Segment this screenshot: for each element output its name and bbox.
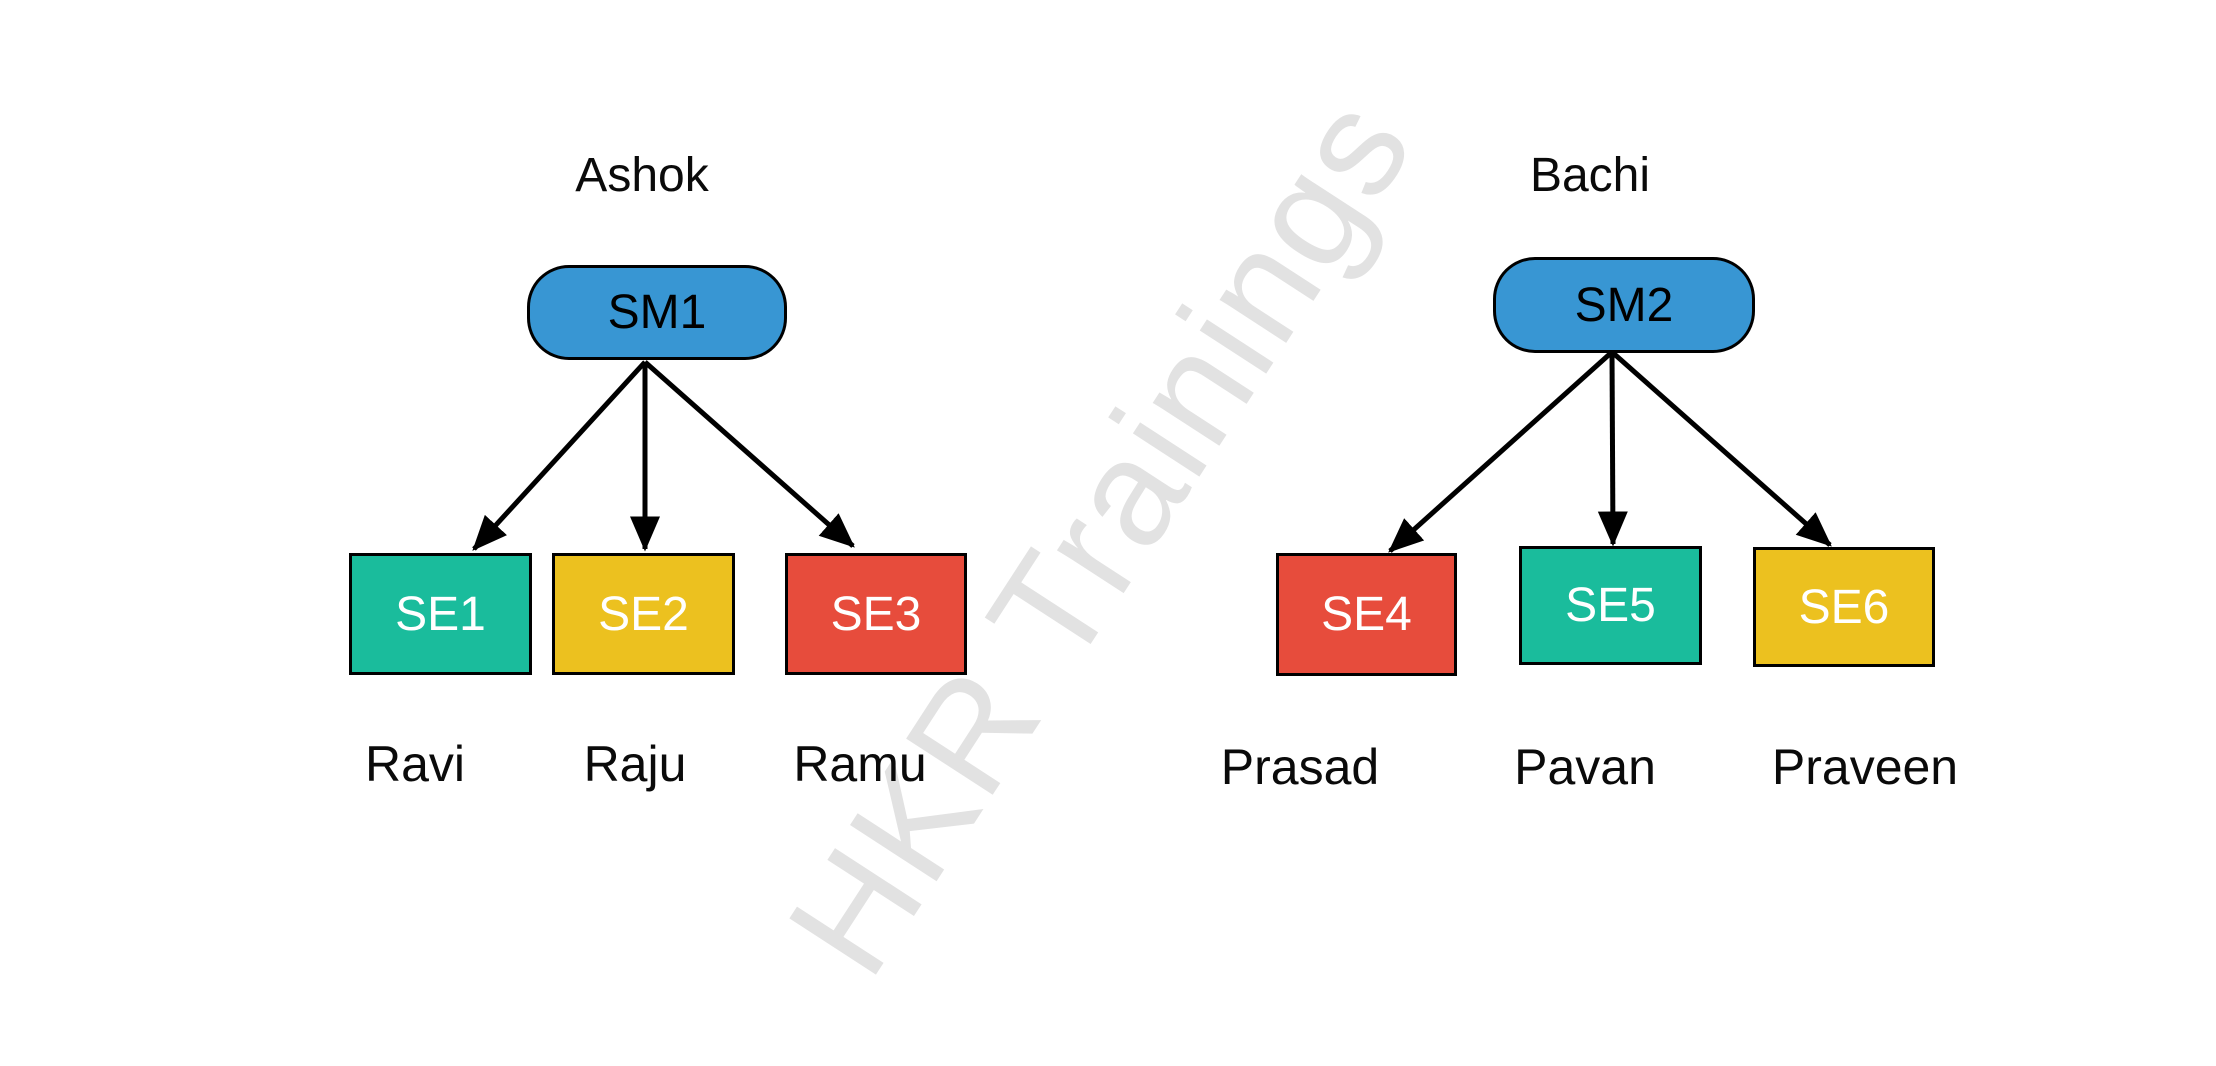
person-label-praveen: Praveen [1771, 739, 1959, 795]
node-se5: SE5 [1519, 546, 1702, 665]
manager-label-ashok: Ashok [575, 149, 709, 202]
arrow-sm1-se3 [643, 360, 855, 548]
node-sm1: SM1 [527, 265, 787, 360]
person-label-ravi: Ravi [364, 736, 466, 792]
person-label-raju: Raju [583, 736, 687, 792]
arrow-sm2-se5 [1597, 351, 1628, 547]
node-se4: SE4 [1276, 553, 1457, 676]
node-se2: SE2 [552, 553, 735, 675]
arrow-sm1-se1 [472, 360, 647, 551]
arrow-sm2-se4 [1388, 350, 1614, 553]
node-sm2: SM2 [1493, 257, 1755, 353]
node-se1: SE1 [349, 553, 532, 675]
node-se6: SE6 [1753, 547, 1935, 667]
node-se3: SE3 [785, 553, 967, 675]
arrow-sm2-se6 [1610, 350, 1832, 547]
person-label-pavan: Pavan [1514, 739, 1656, 795]
person-label-prasad: Prasad [1220, 739, 1380, 795]
manager-label-bachi: Bachi [1529, 149, 1651, 202]
person-label-ramu: Ramu [793, 736, 927, 792]
